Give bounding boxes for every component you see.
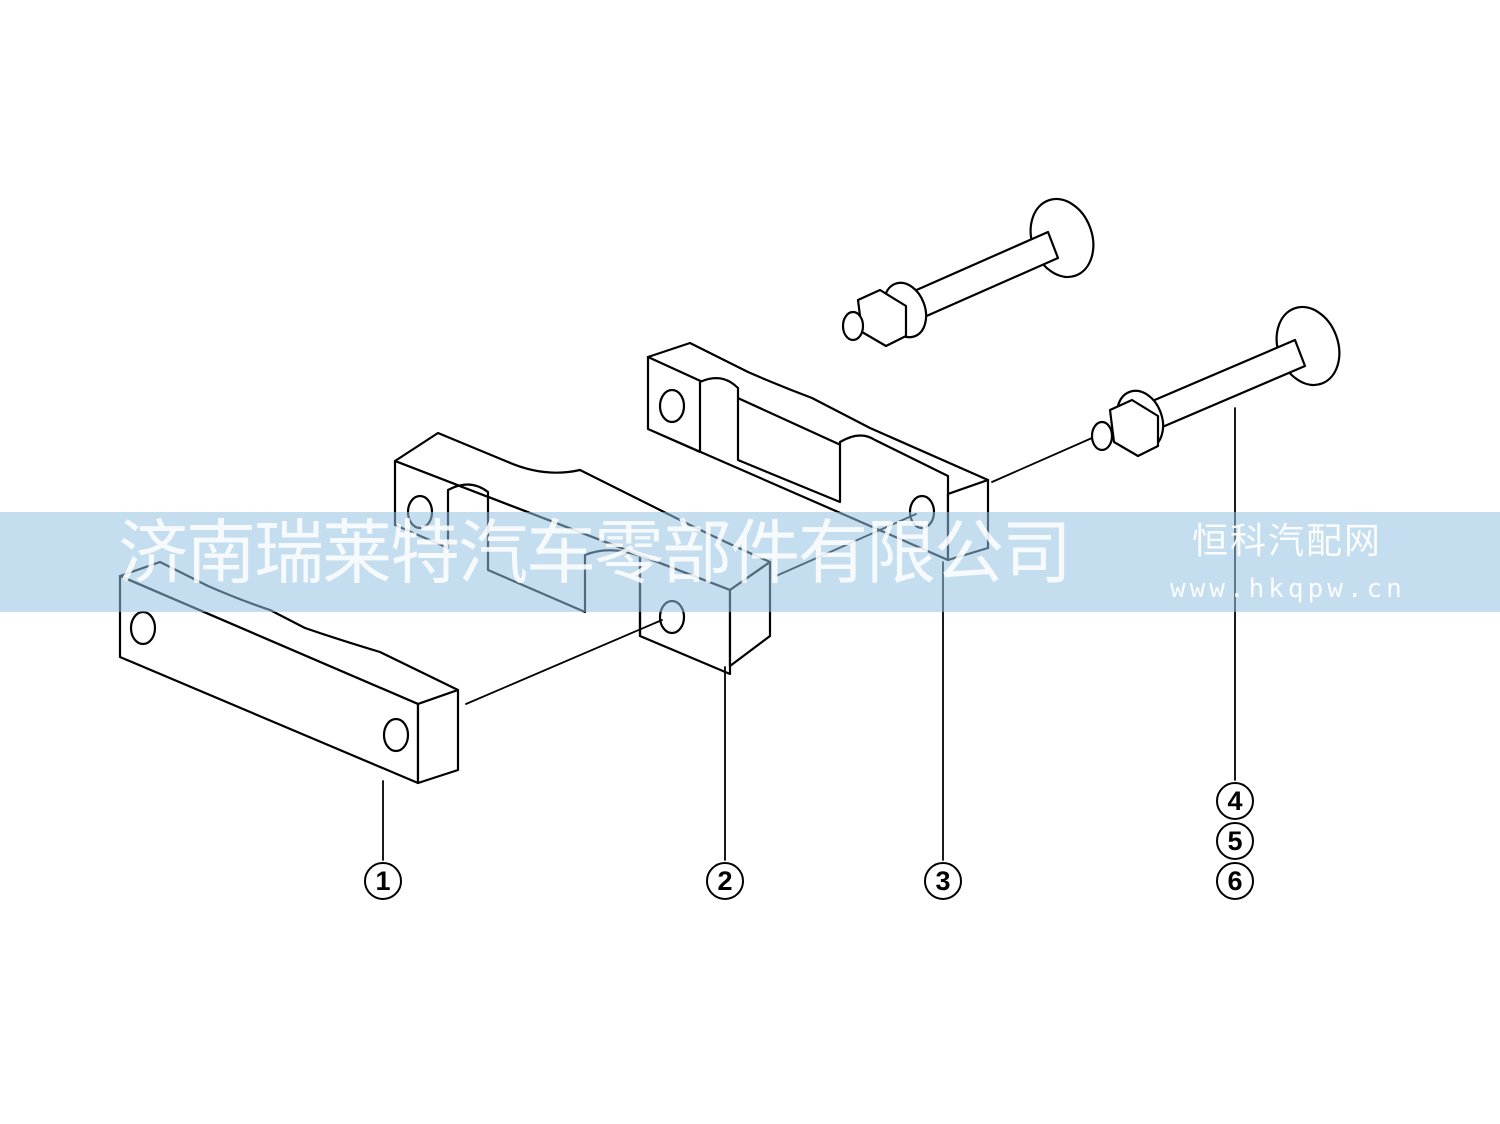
watermark-site-url: www.hkqpw.cn (1170, 574, 1406, 604)
callout-2: 2 (706, 862, 744, 900)
callout-5: 5 (1216, 822, 1254, 860)
lower-bolt-assembly (1090, 305, 1341, 458)
callout-1: 1 (364, 862, 402, 900)
callout-6: 6 (1216, 862, 1254, 900)
upper-bolt-assembly (841, 197, 1095, 348)
watermark-company-name: 济南瑞莱特汽车零部件有限公司 (118, 512, 1072, 594)
callout-3: 3 (924, 862, 962, 900)
callout-4: 4 (1216, 782, 1254, 820)
watermark-brand-name: 恒科汽配网 (1192, 521, 1383, 562)
part-3-clamp-block (646, 341, 990, 562)
watermark-banner (0, 512, 1500, 612)
